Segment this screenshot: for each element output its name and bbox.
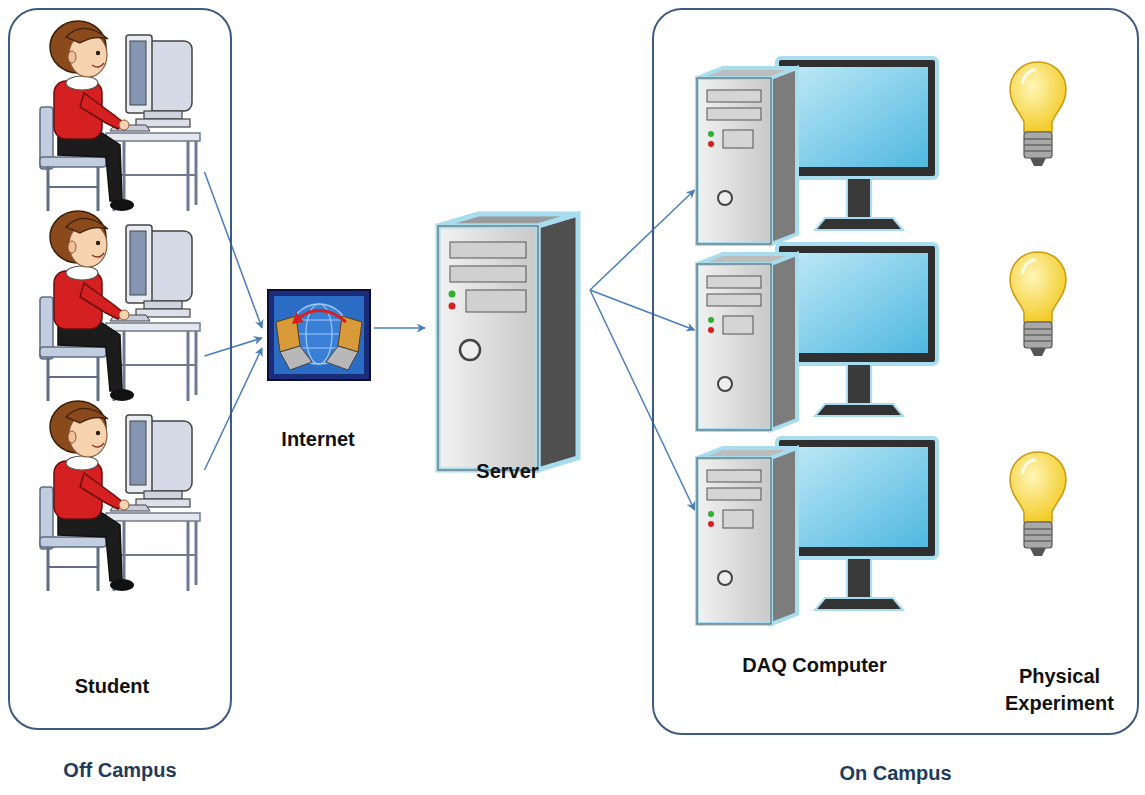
internet-icon: [292, 312, 304, 324]
connector-arrow: [205, 172, 263, 328]
server-icon: [460, 340, 480, 360]
server-icon: [438, 226, 538, 470]
internet-icon: [296, 310, 346, 322]
daq-computer-icon: [697, 58, 937, 244]
server-icon: [538, 214, 578, 470]
server-node: Server: [425, 210, 590, 485]
node-label: Server: [476, 458, 538, 485]
connector-arrow: [590, 290, 695, 510]
internet-icon: [280, 346, 312, 370]
connector-arrow: [205, 348, 263, 470]
lightbulb: [1010, 252, 1066, 356]
connector-arrow: [374, 327, 425, 329]
server-icon: [450, 242, 526, 258]
lightbulb: [1010, 62, 1066, 166]
internet-icon: [274, 296, 364, 374]
server-icon: [438, 226, 538, 470]
student-figure: [40, 211, 200, 401]
student-figure: [40, 21, 200, 211]
connector-arrow: [205, 338, 263, 356]
node-label: Internet: [281, 426, 354, 453]
internet-icon: [326, 346, 358, 370]
server-icon: [449, 303, 456, 310]
internet-node: Internet: [262, 288, 374, 453]
node-label: On Campus: [654, 760, 1137, 787]
daq-computer-group: DAQ Computer: [695, 55, 935, 679]
group-band: DAQ ComputerPhysical ExperimentOn Campus: [652, 8, 1139, 735]
internet-icon: [268, 290, 370, 380]
server-icon: [466, 290, 526, 312]
group-band: StudentOff Campus: [8, 8, 232, 730]
lightbulb: [1010, 452, 1066, 556]
server-icon: [449, 291, 456, 298]
experiment-group: Physical Experiment: [972, 55, 1145, 717]
connector-arrow: [590, 190, 695, 290]
server-icon: [450, 266, 526, 282]
daq-computer-icon: [697, 244, 937, 430]
node-label: Off Campus: [10, 757, 230, 784]
node-label: Physical Experiment: [972, 663, 1145, 717]
node-label: DAQ Computer: [742, 652, 886, 679]
student-figure: [40, 401, 200, 591]
daq-computer-icon: [697, 438, 937, 624]
server-icon: [438, 214, 578, 470]
internet-icon: [268, 290, 370, 380]
student-group: Student: [20, 20, 205, 700]
node-label: Student: [75, 673, 149, 700]
